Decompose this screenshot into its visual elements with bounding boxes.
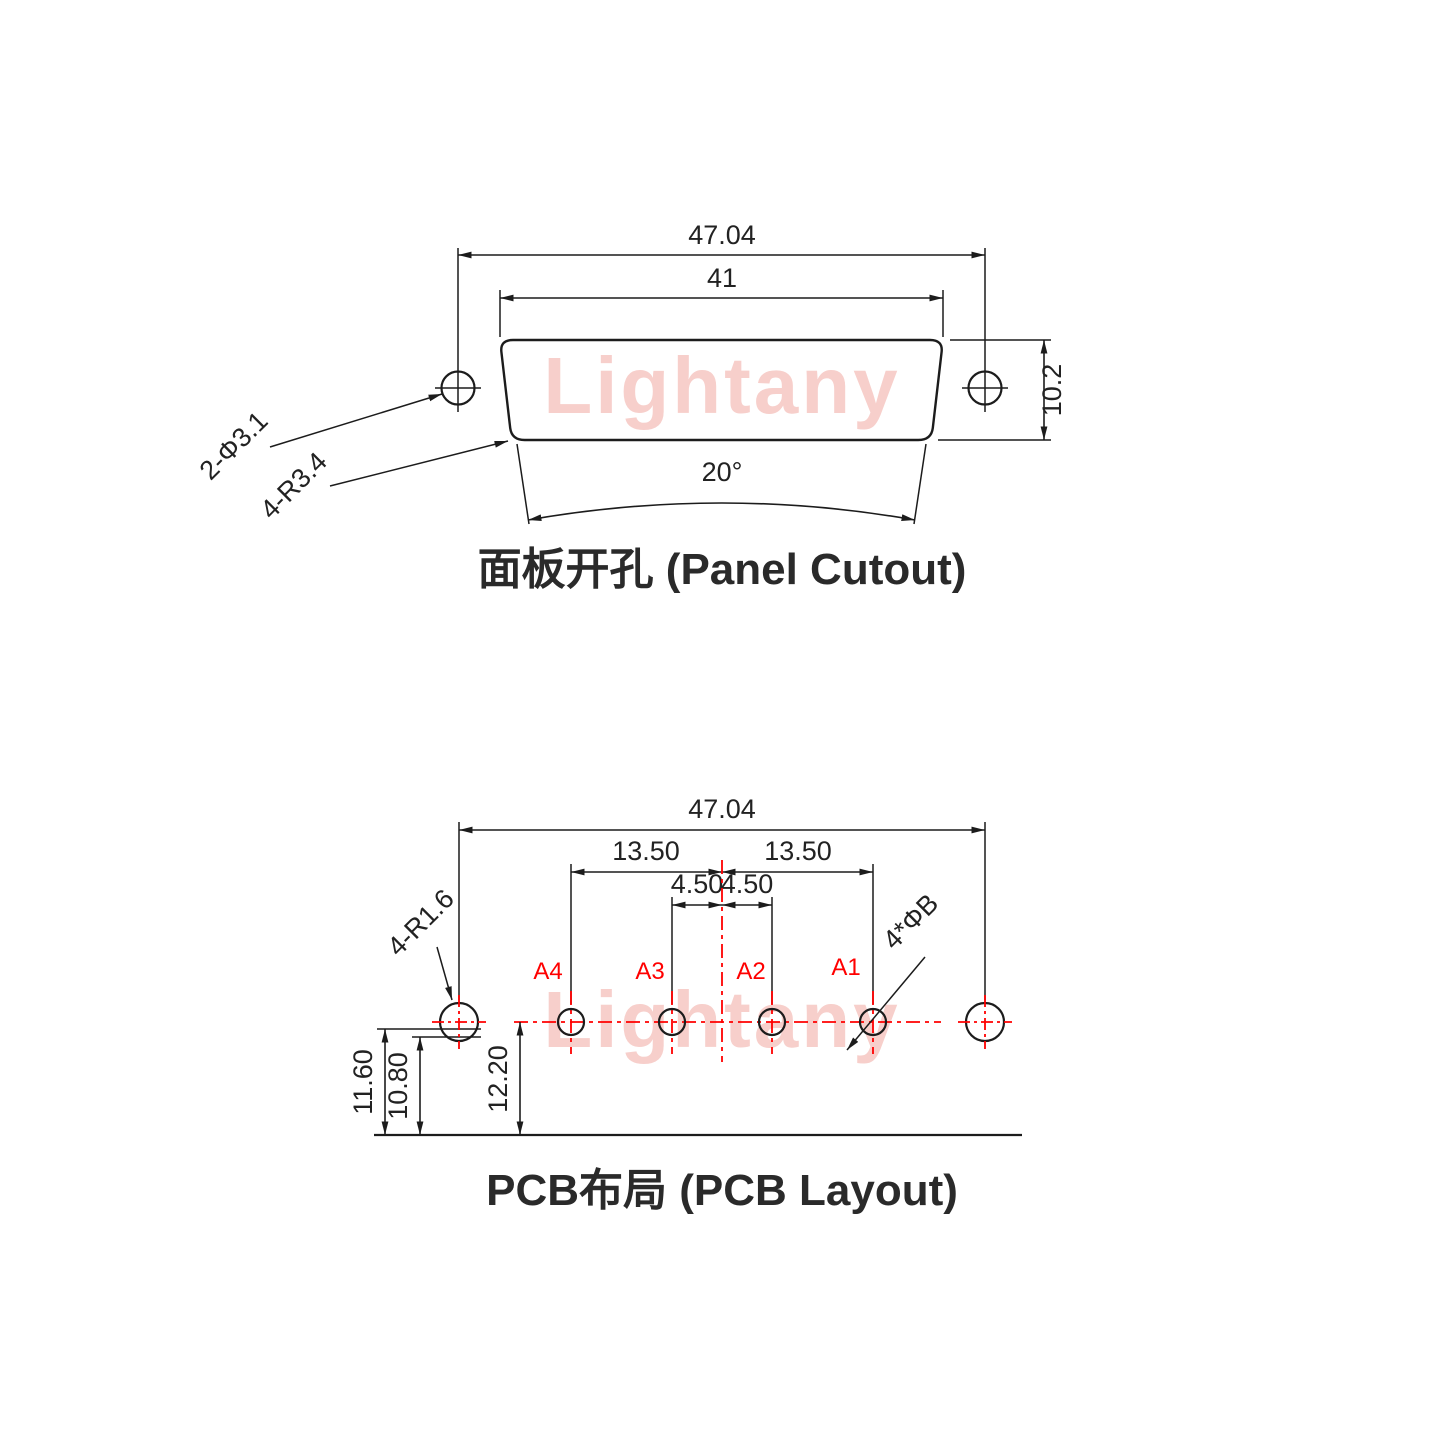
pin-a4	[556, 1007, 586, 1037]
mount-hole-left	[435, 248, 481, 412]
dimension-cutout-height: 10.2	[938, 339, 1067, 441]
dsub-cutout-outline	[500, 338, 943, 442]
pin-label-a2: A2	[736, 958, 765, 985]
dimension-edge-12-20: 12.20	[483, 1022, 524, 1135]
dim-text-side-angle: 20°	[702, 457, 743, 487]
dimension-overall-width: 47.04	[458, 220, 985, 259]
dim-text-edge-10-80: 10.80	[383, 1052, 413, 1120]
dim-text-pitch-left: 13.50	[612, 836, 680, 866]
note-text-pcb-corner-radius: 4-R1.6	[381, 883, 460, 962]
note-text-mount-holes: 2-Φ3.1	[194, 406, 274, 486]
dim-text-center-left: 4.50	[671, 869, 724, 899]
dim-text-edge-12-20: 12.20	[483, 1045, 513, 1113]
panel-cutout-title: 面板开孔 (Panel Cutout)	[478, 545, 967, 594]
dimension-side-angle: 20°	[516, 443, 927, 525]
dim-text-cutout-height: 10.2	[1037, 364, 1067, 417]
dimension-pitch-right: 13.50	[722, 836, 874, 1004]
panel-cutout-drawing: Lightany 47.04 41	[194, 220, 1067, 594]
dimension-edge-10-80: 10.80	[383, 1037, 424, 1135]
dimension-inner-width: 41	[499, 263, 944, 337]
dimension-pitch-left: 13.50	[570, 836, 722, 1004]
watermark-text-top: Lightany	[543, 341, 900, 430]
pin-label-a4: A4	[533, 958, 562, 985]
pcb-mount-hole-right	[958, 995, 1012, 1049]
note-text-corner-radius: 4-R3.4	[254, 446, 333, 525]
dim-text-edge-11-60: 11.60	[348, 1049, 378, 1115]
pin-labels: A4 A3 A2 A1	[533, 954, 860, 985]
pcb-mount-hole-left	[377, 995, 486, 1049]
pin-a1	[858, 1007, 888, 1037]
mount-hole-right	[962, 248, 1008, 412]
dimension-pcb-overall-width: 47.04	[458, 794, 986, 1000]
pcb-layout-drawing: Lightany 47.04 13.50 13.50 4.50	[348, 794, 1022, 1215]
watermark-text-bottom: Lightany	[543, 975, 900, 1064]
pin-label-a3: A3	[635, 958, 664, 985]
dim-text-inner-width: 41	[707, 263, 737, 293]
dim-text-center-right: 4.50	[721, 869, 774, 899]
note-corner-radius: 4-R3.4	[254, 440, 509, 525]
dim-text-pcb-overall-width: 47.04	[688, 794, 756, 824]
dimension-edge-11-60: 11.60	[348, 1029, 389, 1135]
dimension-center-left: 4.50	[671, 869, 724, 1004]
pin-a2	[757, 1007, 787, 1037]
pcb-layout-title: PCB布局 (PCB Layout)	[486, 1166, 958, 1215]
pin-label-a1: A1	[831, 954, 860, 981]
pin-a3	[657, 1007, 687, 1037]
pin-holes	[556, 1007, 888, 1037]
dimension-center-right: 4.50	[721, 869, 774, 1004]
note-text-pin-hole-diameter: 4*ΦB	[877, 888, 944, 955]
note-pcb-corner-radius: 4-R1.6	[381, 883, 460, 1001]
dim-text-overall-width: 47.04	[688, 220, 756, 250]
dim-text-pitch-right: 13.50	[764, 836, 832, 866]
